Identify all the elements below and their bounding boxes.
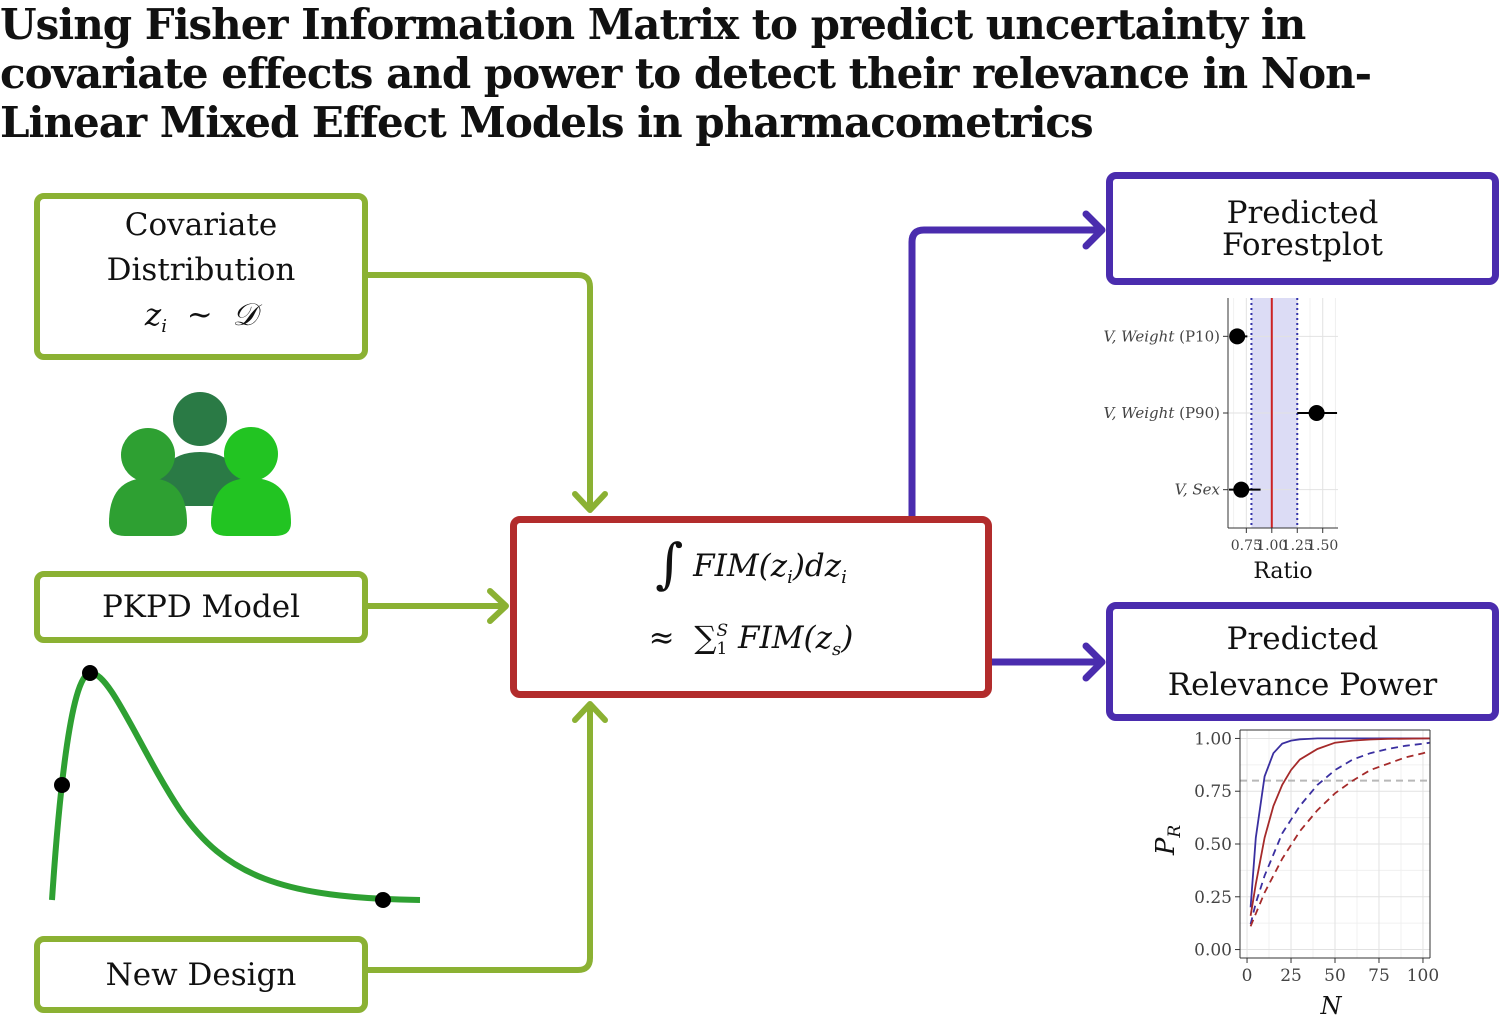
approx-symbol: ≈ [648,620,675,656]
pk-sample-point [82,665,98,681]
arrowhead-forest [1082,210,1106,250]
arrow-center-to-forest [908,226,1104,520]
power-x-tick-label: 0 [1242,966,1253,986]
pkpd-model-box: PKPD Model [34,571,368,643]
power-series-line [1249,737,1430,908]
power-y-tick-label: 0.00 [1194,941,1232,961]
sum-lower: 1 [716,638,728,659]
forest-point [1308,405,1325,421]
covariate-label-line2: Distribution [106,252,296,289]
title-line-1: Using Fisher Information Matrix to predi… [0,0,1306,49]
forest-row-label-suffix: (P10) [1174,327,1220,345]
arrow-covariate-to-center [365,272,593,511]
formula-operator: ~ [186,297,213,334]
forest-row-label-italic: V, Weight [1103,327,1175,345]
power-label-line2: Relevance Power [1167,666,1438,703]
power-x-axis-label: N [1320,992,1343,1020]
power-y-tick-label: 1.00 [1194,729,1232,749]
forest-row-label: V, Weight (P90) [1103,404,1220,422]
integral-expression: ∫ FIM(zi)dzi [655,531,847,608]
power-series-line [1249,750,1431,927]
pk-sample-point [54,777,70,793]
power-y-tick-label: 0.50 [1194,835,1232,855]
title-line-3: Linear Mixed Effect Models in pharmacome… [0,98,1094,147]
forest-x-tick-label: 1.00 [1256,538,1287,554]
forest-point [1233,481,1250,498]
integral-fim: FIM(z [693,547,788,584]
forest-x-tick-label: 0.75 [1231,538,1262,554]
power-series-line [1249,737,1431,916]
title-line-2: covariate effects and power to detect th… [0,49,1372,98]
forest-row-label-italic: V, Weight [1103,404,1175,422]
power-y-axis-label: PR [1151,825,1185,857]
power-y-tick-label: 0.25 [1194,888,1232,908]
covariate-label-line1: Covariate [124,207,278,244]
forest-label-line2: Forestplot [1222,226,1383,263]
integral-symbol: ∫ [655,531,684,595]
power-x-tick-label: 25 [1280,966,1302,986]
sum-symbol: ∑ [694,620,717,656]
pk-curve-icon [49,665,421,908]
formula-subscript: i [161,316,167,338]
arrow-design-to-center [365,703,593,973]
power-x-tick-label: 50 [1324,966,1346,986]
arrowhead-design [572,701,608,723]
arrowhead-power [1082,642,1106,682]
power-x-tick-label: 75 [1368,966,1390,986]
new-design-label: New Design [105,956,297,993]
forest-x-tick-label: 1.50 [1307,538,1338,554]
forest-row-label: V, Weight (P10) [1103,327,1220,345]
sum-sub: s [831,639,842,661]
integral-dz-sub: i [841,567,847,588]
pk-sample-point [375,892,391,908]
predicted-forestplot-box: Predicted Forestplot [1106,172,1499,285]
forest-label-line1: Predicted [1226,194,1379,231]
power-y-axis-label-main: P [1151,837,1181,856]
forest-x-tick-label: 1.25 [1282,538,1313,554]
covariate-formula: zi ~ 𝒟 [145,293,257,349]
arrowhead-covariate [572,491,608,513]
sum-close: ) [841,620,854,656]
forest-row-label: V, Sex [1175,481,1221,499]
predicted-power-box: Predicted Relevance Power [1106,602,1499,721]
formula-distribution: 𝒟 [232,297,258,334]
page-title: Using Fisher Information Matrix to predi… [0,0,1500,147]
sum-fim: FIM(z [738,620,832,656]
forest-point [1229,328,1246,345]
forest-plot: V, Weight (P10)V, Weight (P90)V, Sex0.75… [1103,298,1338,584]
integral-sub: i [787,567,793,588]
forest-x-axis-label: Ratio [1253,559,1312,584]
sum-upper: S [716,620,729,641]
people-group-icon [109,392,291,536]
power-label-line1: Predicted [1226,620,1379,657]
new-design-box: New Design [34,936,368,1013]
forest-row-label-italic: V, Sex [1175,481,1221,499]
pkpd-model-label: PKPD Model [101,589,301,625]
formula-variable: z [144,297,162,334]
power-x-tick-label: 100 [1407,966,1439,986]
forest-row-label-suffix: (P90) [1174,404,1220,422]
arrowhead-model [487,588,509,624]
power-series-line [1249,741,1431,925]
integral-dz: )dz [792,547,842,584]
power-y-axis-label-sub: R [1165,825,1185,839]
covariate-distribution-box: Covariate Distribution zi ~ 𝒟 [34,193,368,360]
power-y-tick-label: 0.75 [1194,782,1232,802]
